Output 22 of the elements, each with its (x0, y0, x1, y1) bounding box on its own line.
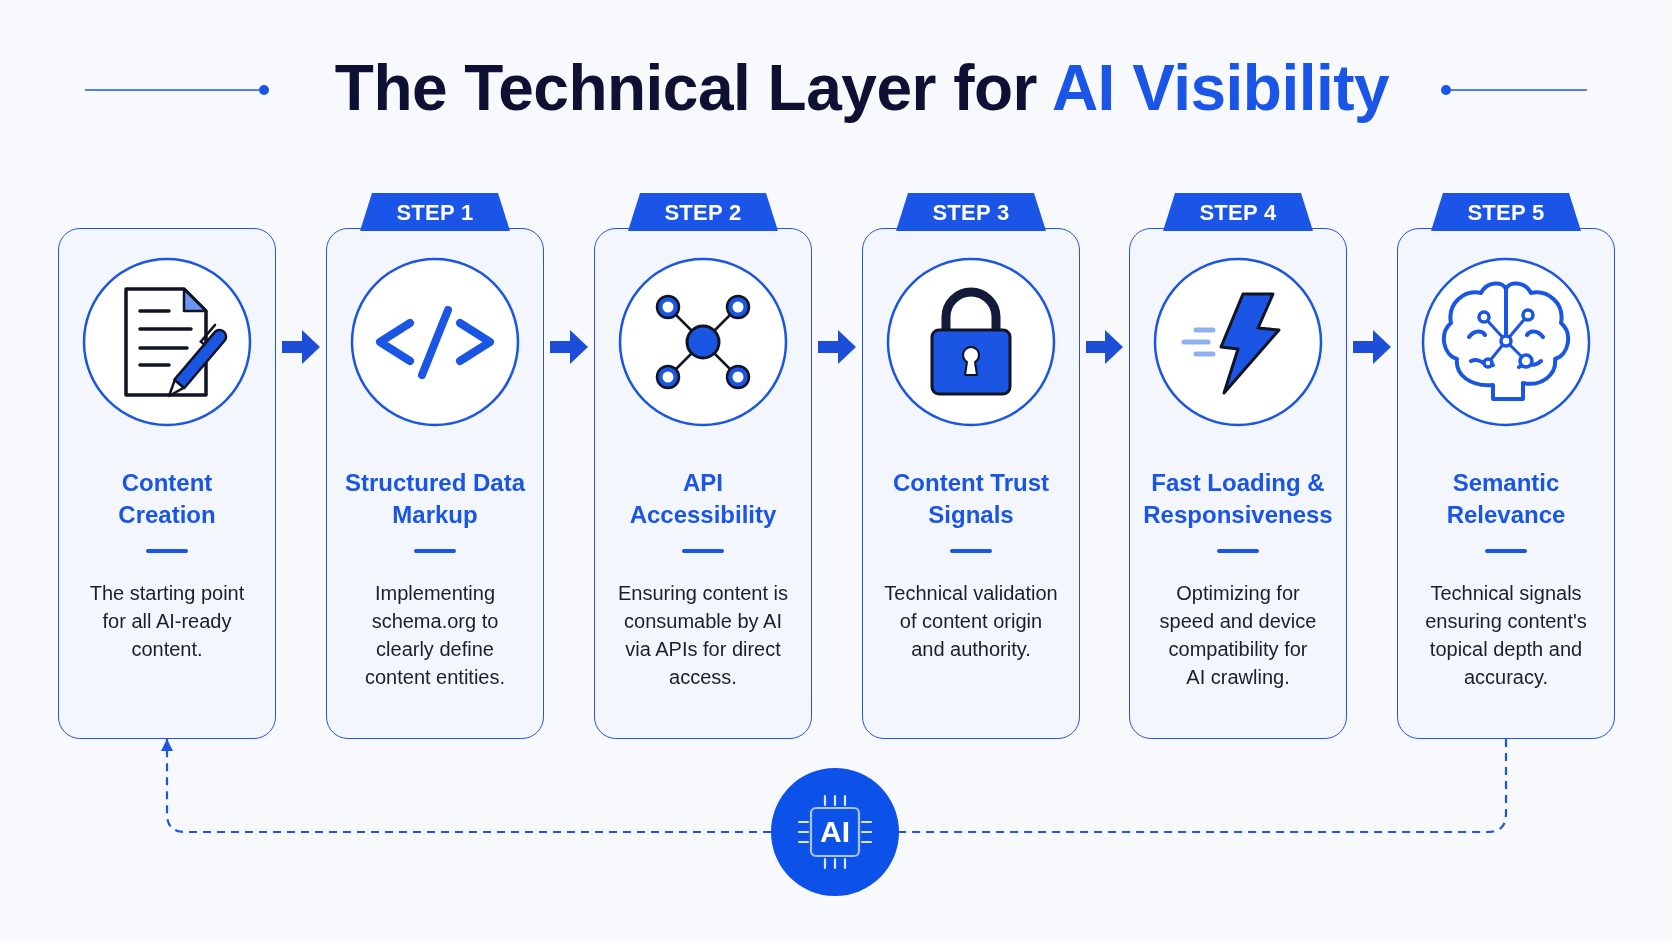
card-heading: Fast Loading & Responsiveness (1142, 468, 1334, 530)
chip-label: AI (820, 816, 850, 848)
dashed-connector (161, 739, 771, 834)
card-heading: Semantic Relevance (1445, 468, 1567, 530)
step-tab: STEP 3 (896, 193, 1046, 231)
title: The Technical Layer for AI Visibility (334, 52, 1390, 124)
card-description: The starting point for all AI-ready content. (88, 581, 246, 662)
step-card (58, 228, 276, 739)
card-heading: Structured Data Markup (343, 468, 527, 530)
step-tab: STEP 5 (1431, 193, 1581, 231)
card-description: Implementing schema.org to clearly define content entities. (363, 581, 507, 690)
card-description: Technical signals ensuring content's topical depth and accuracy. (1424, 581, 1588, 690)
card-heading: API Accessibility (628, 468, 778, 530)
step-tab: STEP 4 (1163, 193, 1313, 231)
card-description: Ensuring content is consumable by AI via APIs for direct access. (617, 581, 789, 690)
step-tab: STEP 1 (360, 193, 510, 231)
step-tab: STEP 2 (628, 193, 778, 231)
card-description: Optimizing for speed and device compatibility for AI crawling. (1158, 581, 1318, 690)
dashed-connector (899, 739, 1508, 834)
card-heading: Content Creation (117, 468, 217, 530)
card-heading: Content Trust Signals (892, 468, 1050, 530)
card-description: Technical validation of content origin and authority. (883, 581, 1059, 662)
